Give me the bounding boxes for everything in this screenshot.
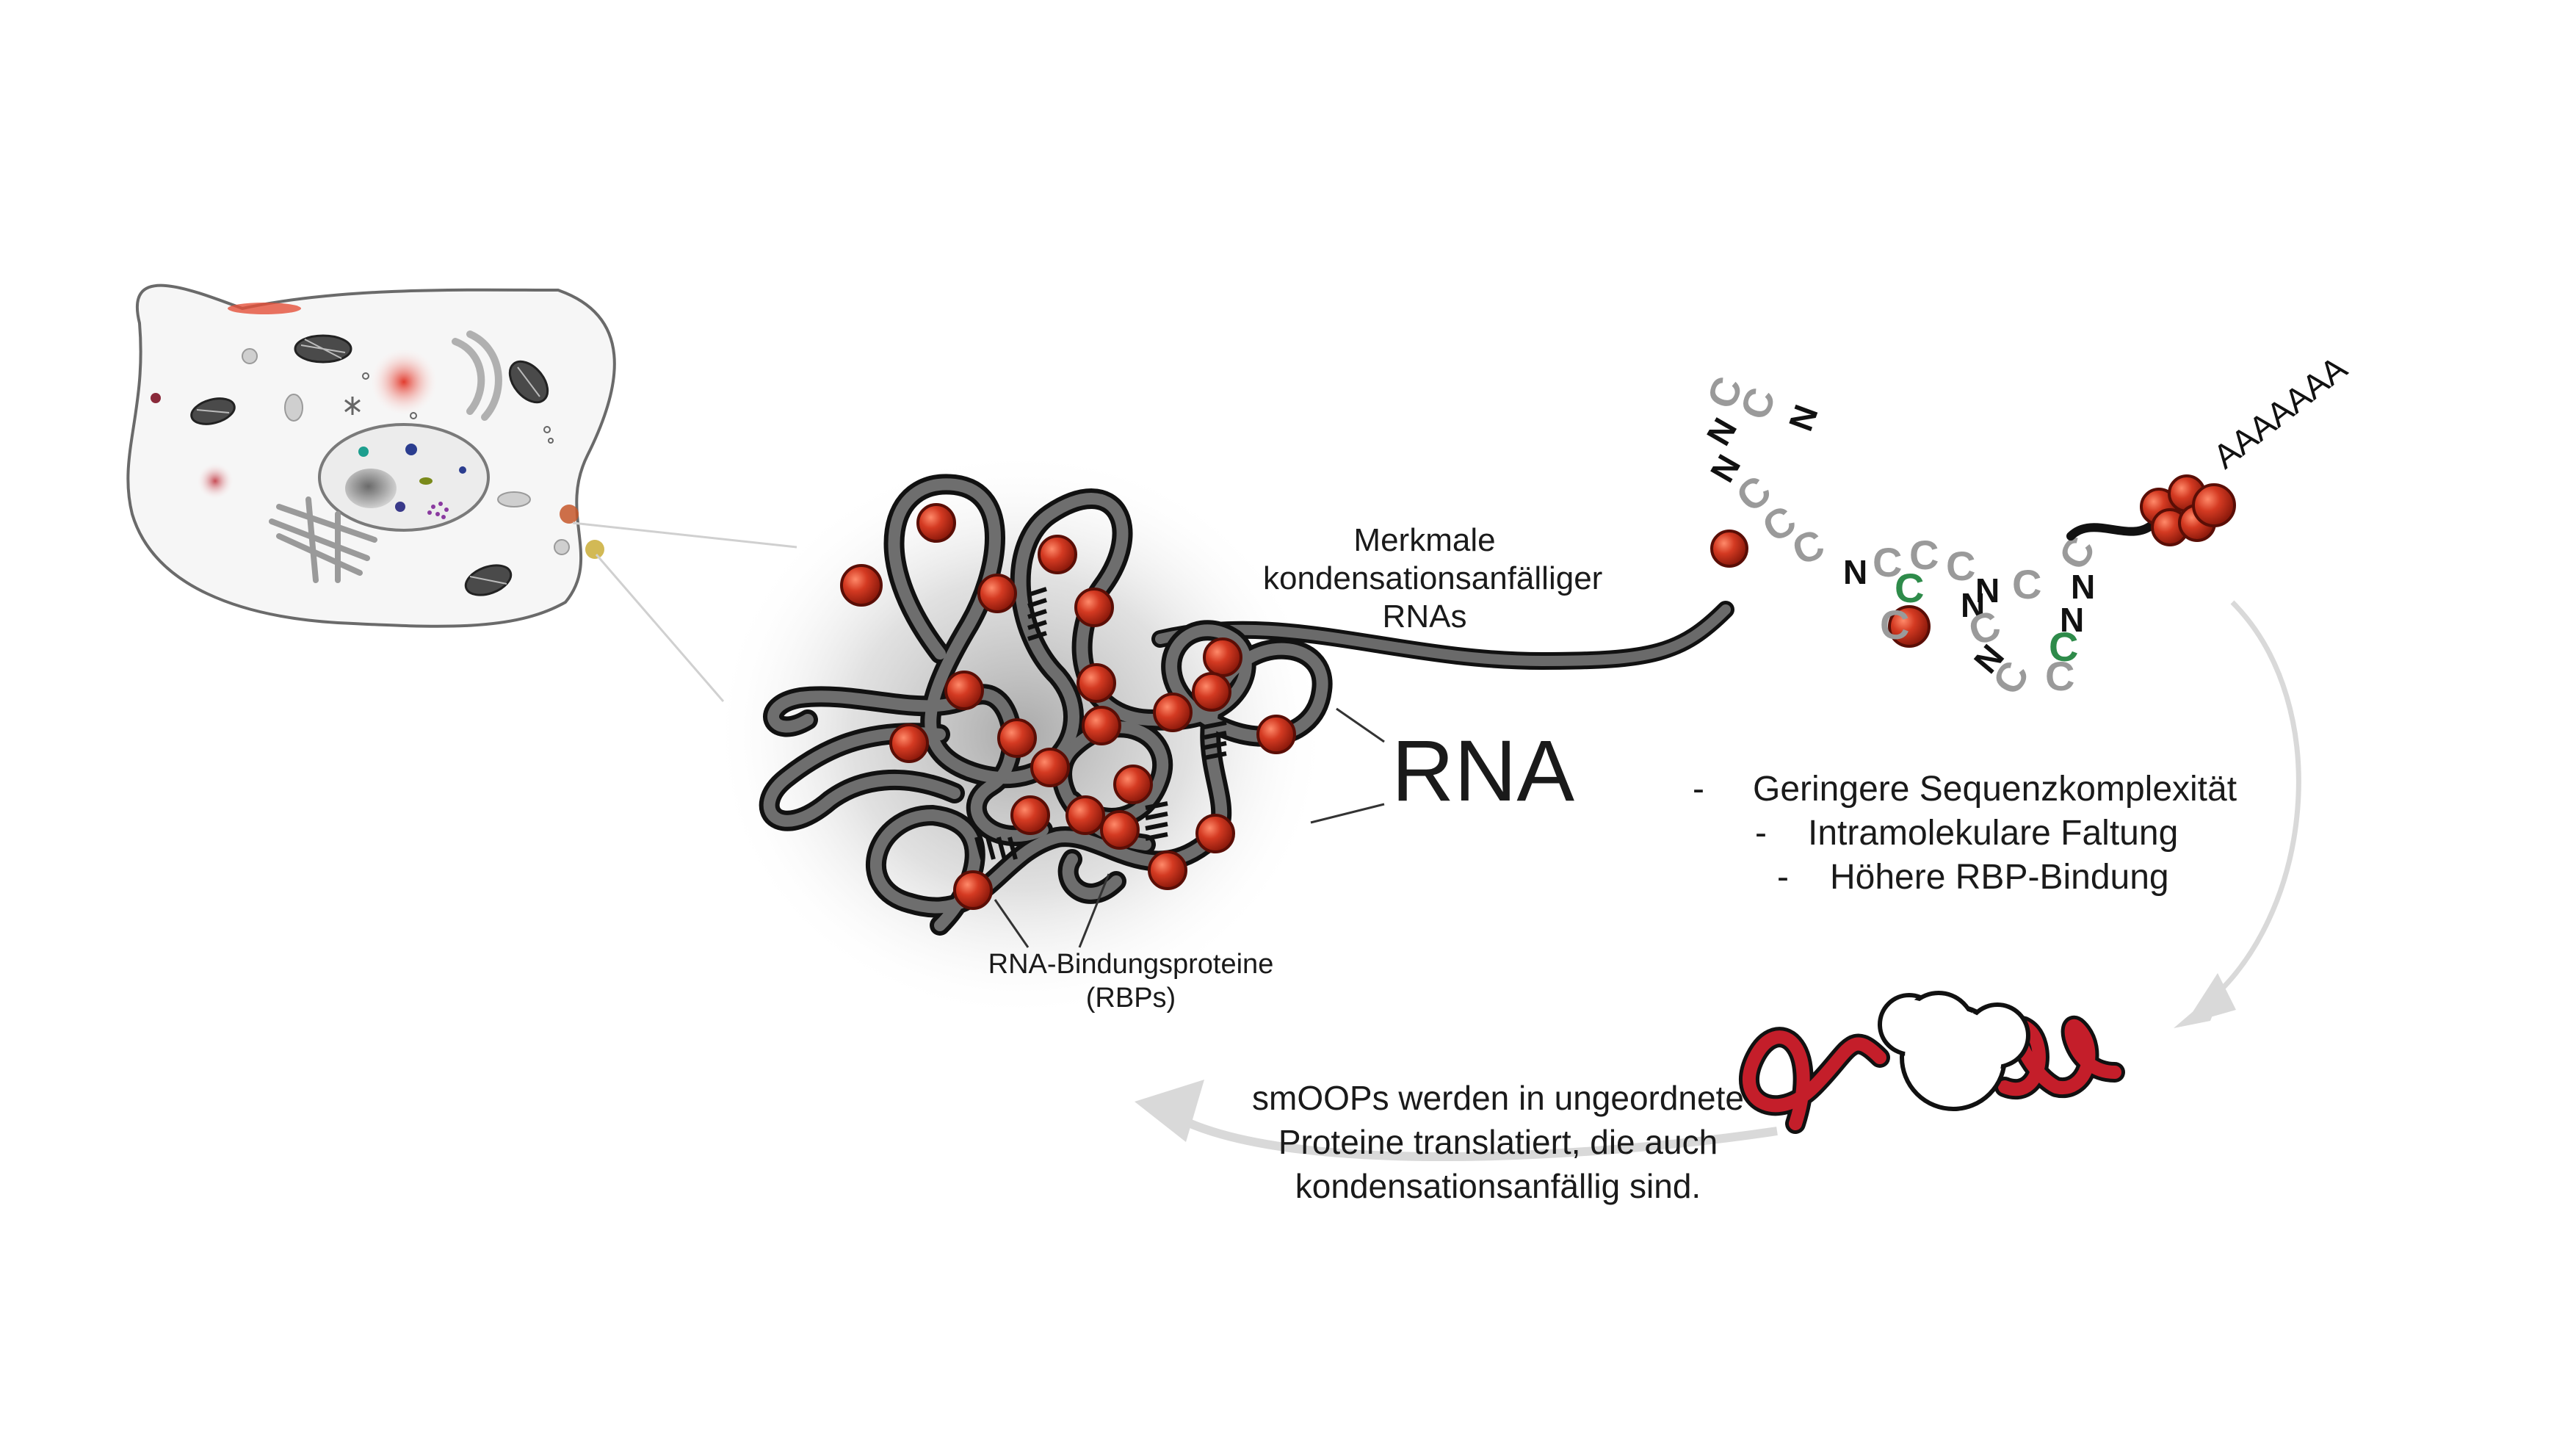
helix-regions (974, 587, 1227, 860)
condensate-granule (585, 540, 604, 559)
rbp-bead (1192, 672, 1231, 712)
rbp-cluster (2140, 474, 2236, 546)
eukaryotic-cell (126, 283, 616, 628)
nucleotide-c: C (2012, 561, 2041, 607)
zoom-lines (572, 521, 797, 702)
nucleotide-n: N (1975, 571, 2000, 610)
condensate-granule (560, 505, 579, 524)
nucleotide-c: C (1909, 532, 1939, 578)
rbp-label: RNA-Bindungsproteine (RBPs) (940, 947, 1322, 1015)
features-heading: Merkmale kondensationsanfälliger RNAs (1263, 521, 1603, 636)
nucleotide-n: N (1699, 411, 1745, 452)
rbp-label-line: RNA-Bindungsproteine (988, 949, 1274, 980)
nucleotide-n: N (1781, 400, 1826, 436)
disordered-protein (1739, 991, 2125, 1134)
feature-text: Geringere Sequenzkomplexität (1753, 770, 2237, 809)
bullet-dash: - (1777, 858, 1789, 897)
rbp-bead (1074, 588, 1114, 627)
nucleotide-c: C (1731, 382, 1784, 426)
feature-item: - Geringere Sequenzkomplexität (1693, 767, 2237, 812)
rbp-bead (1203, 637, 1242, 677)
bullet-dash: - (1755, 814, 1767, 853)
translation-text: smOOPs werden in ungeordnete Proteine tr… (1212, 1076, 1784, 1208)
rbp-bead (1077, 663, 1116, 703)
nucleotide-c: C (1946, 543, 1975, 589)
translation-line: Proteine translatiert, die auch (1278, 1123, 1718, 1161)
rbp-bead (916, 503, 956, 543)
rbp-bead (997, 718, 1037, 758)
feature-text: Intramolekulare Faltung (1808, 814, 2179, 853)
rbp-bead (1066, 795, 1105, 835)
free-rbp (1888, 605, 1931, 648)
rbp-bead (1038, 535, 1077, 574)
nucleotide-n: N (2060, 601, 2084, 639)
rbp-bead (1153, 693, 1193, 732)
rbp-bead (944, 671, 984, 710)
rbp-bead (1082, 706, 1121, 745)
free-rbp (840, 564, 883, 607)
arrow-to-protein (2201, 600, 2301, 1008)
free-rbp (1710, 530, 1748, 568)
feature-text: Höhere RBP-Bindung (1830, 858, 2169, 897)
nucleotide-c: C (1873, 539, 1902, 585)
rbp-bead (1100, 810, 1140, 850)
endoplasmic-reticulum (269, 496, 377, 583)
polya-tail: AAAAAAA (2206, 348, 2354, 475)
nucleotide-c: C (1895, 565, 1924, 611)
nucleotide-n: N (2071, 568, 2095, 606)
nucleotide-c: C (1787, 520, 1831, 574)
nucleus (318, 423, 490, 532)
rbp-bead (1148, 850, 1187, 890)
nucleotide-c: C (2045, 653, 2074, 699)
rbp-bead (1113, 765, 1153, 804)
rbp-bead (953, 870, 993, 910)
mitochondria (190, 334, 549, 596)
arrow-to-condensate (1173, 1112, 1778, 1161)
translation-line: smOOPs werden in ungeordnete (1252, 1079, 1744, 1117)
rbp-bead (1195, 814, 1235, 853)
nucleolus (345, 469, 397, 508)
rbp-bead (1030, 748, 1070, 787)
rbp-label-line: (RBPs) (1085, 983, 1176, 1013)
features-heading-line: Merkmale (1353, 522, 1496, 558)
rbp-bead (977, 574, 1017, 613)
rbp-bead (889, 723, 929, 763)
nucleotide-n: N (1843, 553, 1867, 591)
nucleotide-c: C (1880, 601, 1909, 648)
translation-line: kondensationsanfällig sind. (1295, 1167, 1701, 1205)
red-granule (369, 347, 439, 417)
rna-label: RNA (1392, 723, 1575, 820)
nucleotide-n: N (1961, 586, 1985, 624)
feature-item: - Höhere RBP-Bindung (1777, 856, 2169, 900)
rbp-bead (1010, 795, 1050, 835)
bullet-dash: - (1693, 770, 1704, 809)
rbp-bead (1256, 715, 1296, 754)
feature-item: - Intramolekulare Faltung (1755, 812, 2178, 856)
rbp-beads (889, 503, 1296, 910)
nucleotide-c: C (2049, 624, 2078, 670)
features-heading-line: kondensationsanfälliger (1263, 560, 1603, 596)
features-heading-line: RNAs (1382, 599, 1467, 635)
